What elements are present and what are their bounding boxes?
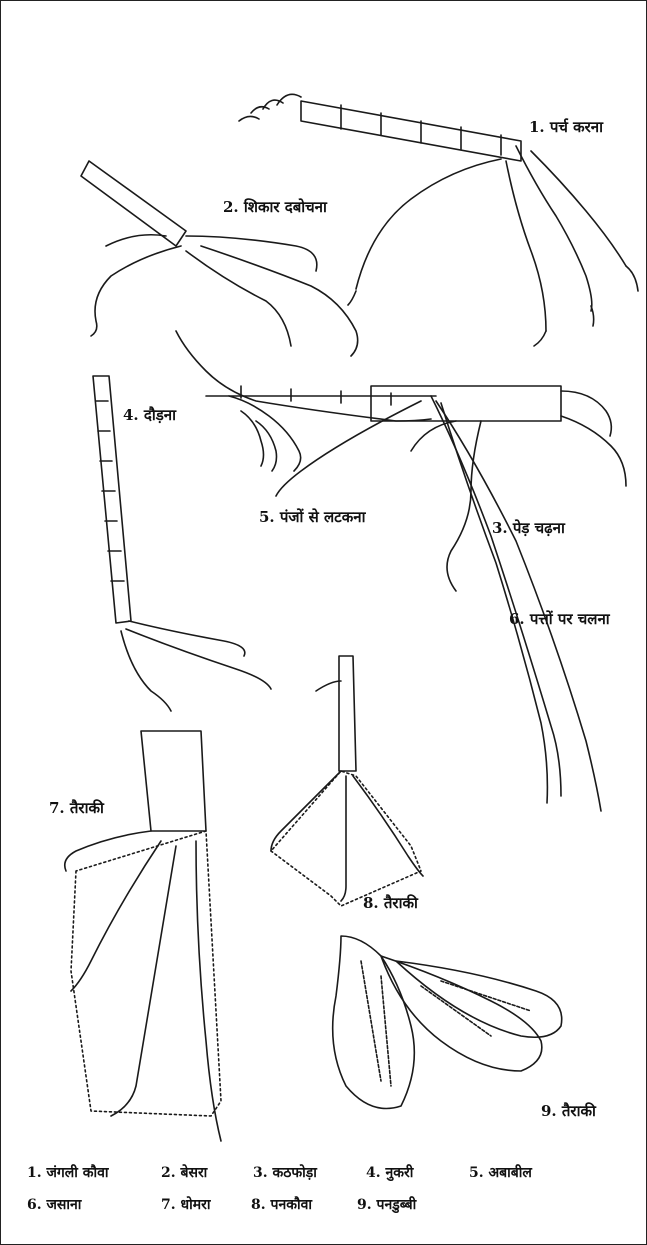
legend-item: 6. जसाना xyxy=(27,1195,81,1214)
label-swimming-8: 8. तैराकी xyxy=(363,893,418,913)
legend-item: 3. कठफोड़ा xyxy=(253,1163,317,1182)
foot-7-swimming xyxy=(65,731,221,1141)
foot-8-swimming xyxy=(271,656,423,906)
foot-9-swimming xyxy=(333,936,562,1109)
label-hanging: 5. पंजों से लटकना xyxy=(259,507,365,527)
foot-4-running xyxy=(93,376,271,711)
label-running: 4. दौड़ना xyxy=(123,405,176,425)
label-climbing: 3. पेड़ चढ़ना xyxy=(492,518,565,538)
foot-2-grasping xyxy=(81,161,358,356)
label-swimming-9: 9. तैराकी xyxy=(541,1101,596,1121)
legend-item: 2. बेसरा xyxy=(161,1163,207,1182)
foot-5-hanging xyxy=(229,396,301,471)
legend-item: 1. जंगली कौवा xyxy=(27,1163,109,1182)
legend-item: 4. नुकरी xyxy=(366,1163,413,1182)
legend-item: 9. पनडुब्बी xyxy=(357,1195,416,1214)
foot-6-wading xyxy=(176,331,601,811)
label-grasping: 2. शिकार दबोचना xyxy=(223,197,327,217)
legend-item: 8. पनकौवा xyxy=(251,1195,312,1214)
legend-item: 5. अबाबील xyxy=(469,1163,532,1182)
label-perching: 1. पर्च करना xyxy=(529,117,603,137)
label-swimming-7: 7. तैराकी xyxy=(49,798,104,818)
label-wading: 6. पत्तों पर चलना xyxy=(509,609,610,629)
legend-item: 7. धोमरा xyxy=(161,1195,210,1214)
